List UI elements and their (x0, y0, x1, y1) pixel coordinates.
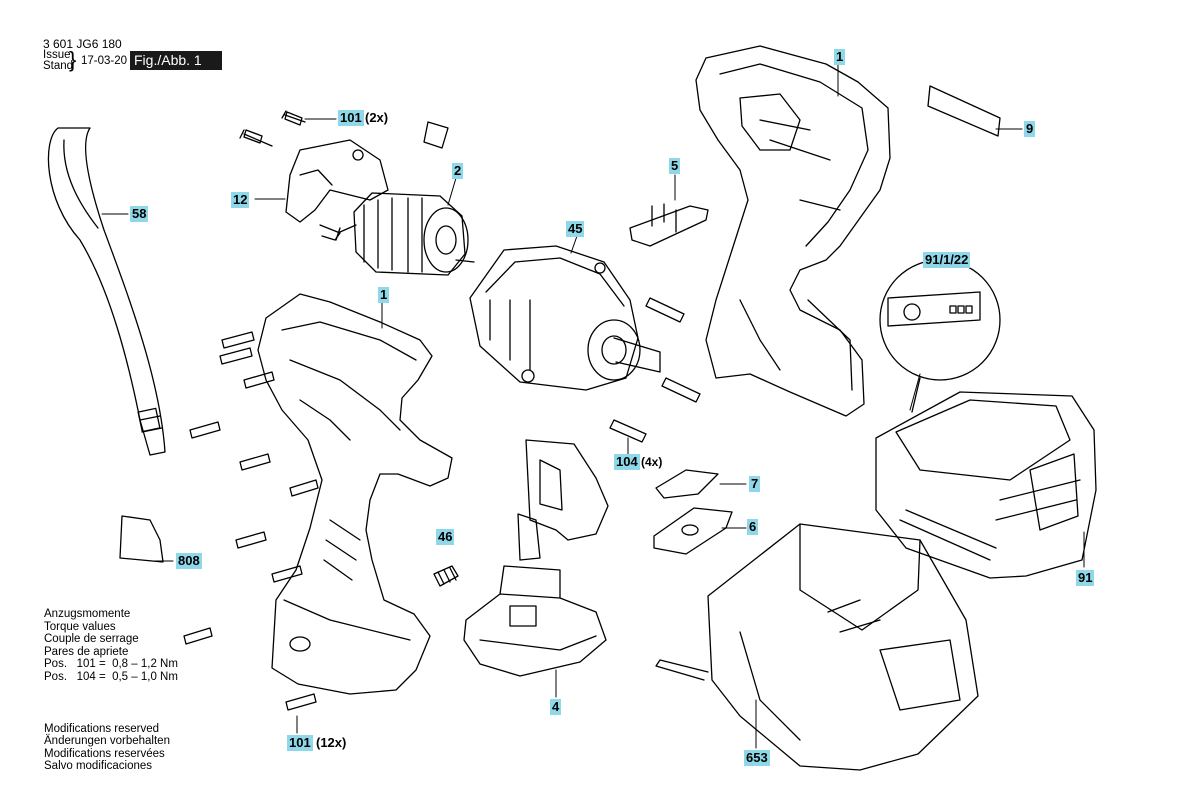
switch-part-4 (463, 439, 609, 677)
small-plate (423, 121, 449, 149)
part-label-101-top: 101 (338, 110, 364, 126)
part-label-7: 7 (749, 476, 761, 492)
document-number: 3 601 JG6 180 (43, 37, 122, 51)
part-label-5: 5 (669, 158, 681, 174)
part-label-4: 4 (550, 699, 562, 715)
callout-detail-circle (879, 259, 1001, 381)
strap-part-58 (47, 127, 166, 456)
modifications-line: Änderungen vorbehalten (44, 735, 170, 748)
part-label-1-top: 1 (834, 49, 846, 65)
part-label-91: 91 (1076, 570, 1095, 586)
modifications-line: Modifications reservées (44, 747, 165, 760)
part-label-104: 104 (614, 454, 640, 470)
cover-part-12 (285, 139, 389, 241)
motor-part-2 (335, 192, 475, 276)
torque-line: Torque values (44, 620, 116, 633)
part-label-653: 653 (744, 750, 770, 766)
part-label-91-1-22: 91/1/22 (923, 252, 971, 268)
quantity-12x: (12x) (316, 735, 347, 750)
switch-cover-part-5 (629, 203, 709, 247)
part-label-1-mid: 1 (378, 287, 390, 303)
part-label-6: 6 (747, 519, 759, 535)
figure-badge: Fig./Abb. 1 (130, 51, 222, 70)
brace-symbol: } (69, 47, 77, 72)
part-label-46: 46 (436, 529, 455, 545)
torque-line: Pares de apriete (44, 645, 129, 658)
torque-line: Couple de serrage (44, 633, 139, 645)
torque-line: Anzugsmomente (44, 608, 131, 620)
part-label-101-bottom: 101 (287, 735, 313, 751)
part-label-2: 2 (452, 163, 464, 179)
torque-values-block: Anzugsmomente Torque values Couple de se… (44, 608, 178, 683)
modifications-notice: Modifications reserved Änderungen vorbeh… (44, 723, 170, 772)
housing-half-right-part-1 (695, 45, 891, 417)
label-part-9 (927, 85, 1001, 137)
issue-label: Issue (43, 49, 71, 61)
label-part-808 (119, 515, 164, 563)
housing-half-left-part-1 (257, 293, 453, 695)
screws-101-left (183, 331, 319, 711)
part-label-45: 45 (566, 221, 585, 237)
part-label-12: 12 (231, 192, 250, 208)
callout-pointer (911, 377, 921, 413)
battery-part-91 (875, 391, 1097, 579)
label-part-7 (655, 469, 719, 499)
modifications-line: Modifications reserved (44, 723, 160, 735)
issue-date: 17-03-20 (81, 55, 128, 67)
quantity-4x: (4x) (641, 455, 663, 469)
quantity-2x: (2x) (365, 110, 389, 125)
gear-housing-part-45 (469, 245, 661, 391)
screws-104 (609, 297, 701, 443)
part-label-808: 808 (176, 553, 202, 569)
button-part-6 (653, 507, 733, 555)
part-label-58: 58 (130, 206, 149, 222)
screws-top (239, 110, 306, 147)
leader-lines (101, 64, 1085, 749)
torque-line: Pos. 104 = 0,5 – 1,0 Nm (44, 670, 178, 683)
part-label-9: 9 (1024, 121, 1036, 137)
charger-part-653 (655, 523, 979, 771)
modifications-line: Salvo modificaciones (44, 759, 153, 772)
torque-line: Pos. 101 = 0,8 – 1,2 Nm (44, 658, 178, 670)
spring-part-46 (433, 565, 459, 587)
stand-label: Stand (43, 60, 74, 72)
